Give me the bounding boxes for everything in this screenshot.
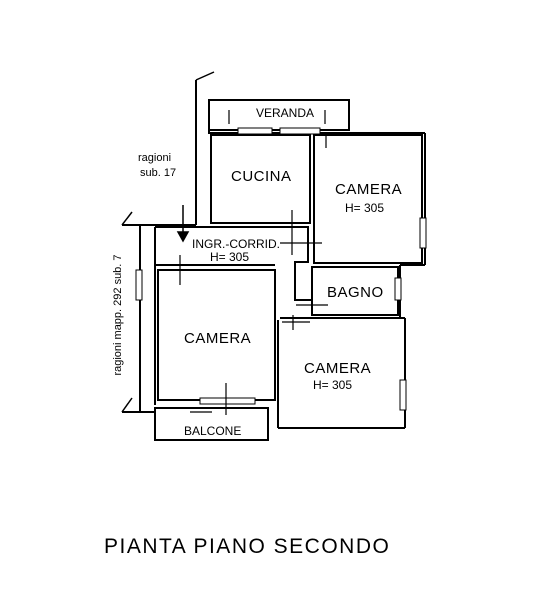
corridor-height: H= 305	[210, 250, 250, 264]
veranda-outline	[208, 99, 350, 131]
entrance-arrow	[176, 205, 190, 243]
camera-ne-label: CAMERA	[335, 181, 403, 198]
window-camera-se	[399, 379, 407, 411]
corridor-label: INGR.-CORRID.	[192, 237, 280, 251]
neighbor-west-label: ragioni mapp. 292 sub. 7	[112, 254, 124, 376]
window-bagno	[394, 277, 402, 301]
veranda-label: VERANDA	[256, 106, 315, 120]
neighbor-north-line1: ragioni	[138, 152, 172, 164]
corridor-outline	[155, 226, 312, 301]
plan-title: PIANTA PIANO SECONDO	[104, 535, 391, 558]
balcone-label: BALCONE	[184, 424, 242, 438]
wall-veranda-west	[208, 100, 230, 134]
camera-se-label: CAMERA	[304, 360, 372, 377]
break-mark-west-bottom	[121, 397, 133, 413]
window-cucina	[237, 127, 273, 135]
break-mark-west-top	[121, 211, 133, 226]
walls	[121, 71, 426, 441]
arrow-head-icon	[176, 231, 190, 243]
window-west	[135, 269, 143, 301]
bagno-label: BAGNO	[327, 284, 384, 301]
window-camera-w	[199, 397, 256, 405]
camera-se-height: H= 305	[313, 378, 353, 392]
camera-ne-height: H= 305	[345, 201, 385, 215]
windows	[135, 127, 427, 411]
cucina-label: CUCINA	[231, 168, 292, 185]
cucina-outline	[210, 134, 311, 224]
camera-w-label: CAMERA	[184, 330, 252, 347]
door-marks	[179, 110, 328, 415]
break-mark-north	[195, 71, 215, 81]
window-camera-ne	[419, 217, 427, 249]
camera-ne-outline	[313, 134, 423, 264]
neighbor-north-line2: sub. 17	[140, 167, 177, 179]
window-veranda-door	[279, 127, 321, 135]
balcone-outline	[154, 407, 269, 441]
